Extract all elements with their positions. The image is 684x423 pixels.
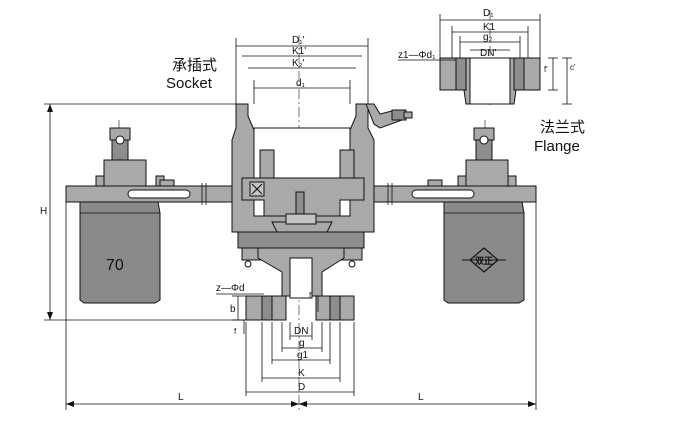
right-counterweight: 双正	[443, 201, 525, 304]
svg-text:z—Φd: z—Φd	[216, 283, 245, 294]
side-fitting	[365, 103, 413, 129]
svg-text:K1': K1'	[292, 46, 306, 57]
overall-dimensions: H L L	[40, 103, 537, 410]
svg-text:K₂': K₂'	[292, 58, 305, 69]
flange-title-en: Flange	[534, 138, 580, 155]
right-clamp	[427, 127, 517, 187]
valve-body	[231, 103, 375, 321]
flange-title-cn: 法兰式	[540, 119, 585, 136]
svg-text:L: L	[178, 392, 184, 403]
weight-emblem: 双正	[462, 247, 506, 273]
svg-text:H: H	[40, 206, 47, 217]
svg-text:K: K	[298, 368, 305, 379]
socket-title-en: Socket	[166, 75, 213, 92]
svg-text:g₂: g₂	[483, 32, 493, 43]
svg-text:g1: g1	[297, 350, 309, 361]
svg-text:D₁': D₁'	[292, 35, 305, 46]
top-flange-dimensions: D₁ K1 g₂ DN' z1—Φd₁ f' c'	[398, 8, 576, 105]
svg-text:双正: 双正	[475, 256, 493, 266]
svg-text:z1—Φd₁: z1—Φd₁	[398, 50, 436, 61]
svg-text:D: D	[298, 382, 305, 393]
svg-text:D₁: D₁	[483, 8, 494, 19]
svg-text:DN': DN'	[480, 48, 496, 59]
svg-text:b: b	[230, 304, 236, 315]
socket-dimensions: D₁' K1' K₂' d₁	[235, 35, 369, 104]
svg-text:f: f	[309, 291, 312, 300]
socket-title-cn: 承插式	[172, 57, 217, 74]
svg-text:K1: K1	[483, 22, 496, 33]
svg-text:DN: DN	[294, 326, 308, 337]
weight-number: 70	[106, 257, 124, 274]
left-counterweight: 70	[79, 201, 161, 304]
svg-text:g: g	[299, 338, 305, 349]
svg-text:f: f	[234, 327, 237, 336]
bottom-dimensions: DN g g1 K D z—Φd b f f	[216, 283, 355, 396]
svg-text:f': f'	[544, 65, 548, 74]
svg-text:L: L	[418, 392, 424, 403]
svg-text:d₁: d₁	[296, 78, 306, 89]
top-flange-detail	[439, 57, 541, 105]
svg-text:c': c'	[570, 63, 576, 72]
left-clamp	[95, 127, 175, 187]
